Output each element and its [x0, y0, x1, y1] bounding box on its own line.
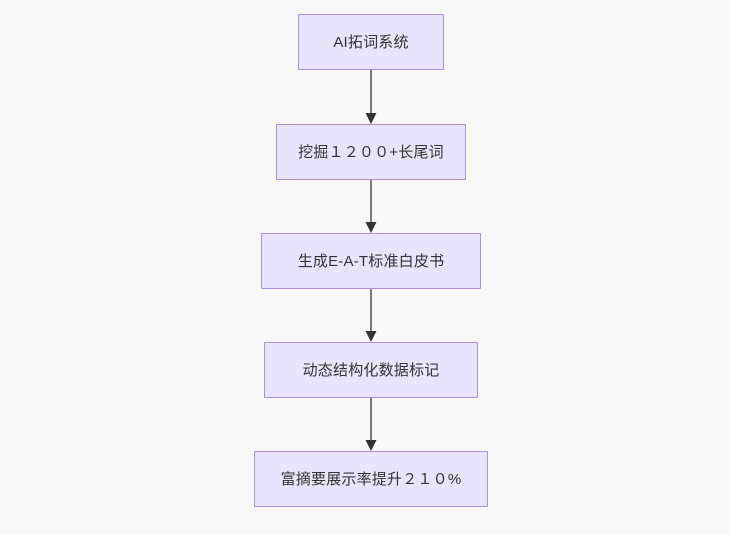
flow-node-label: 挖掘１２００+长尾词	[298, 143, 444, 161]
arrow-down-icon	[365, 222, 377, 233]
flow-node-label: AI拓词系统	[333, 33, 409, 51]
flow-node-eat-whitepaper[interactable]: 生成E-A-T标准白皮书	[261, 233, 481, 289]
flow-node-structured-data-markup[interactable]: 动态结构化数据标记	[264, 342, 478, 398]
edge-n2-to-n3	[365, 180, 377, 233]
flow-node-ai-keyword-system[interactable]: AI拓词系统	[298, 14, 444, 70]
edge-n3-to-n4	[365, 289, 377, 342]
flow-node-rich-snippet-result[interactable]: 富摘要展示率提升２１０%	[254, 451, 488, 507]
flow-node-label: 生成E-A-T标准白皮书	[297, 252, 445, 270]
arrow-down-icon	[365, 113, 377, 124]
arrow-down-icon	[365, 331, 377, 342]
edge-n1-to-n2	[365, 70, 377, 124]
flow-node-label: 富摘要展示率提升２１０%	[280, 470, 462, 488]
flow-node-label: 动态结构化数据标记	[302, 361, 440, 379]
edge-n4-to-n5	[365, 398, 377, 451]
arrow-down-icon	[365, 440, 377, 451]
flow-node-longtail-keywords[interactable]: 挖掘１２００+长尾词	[276, 124, 466, 180]
